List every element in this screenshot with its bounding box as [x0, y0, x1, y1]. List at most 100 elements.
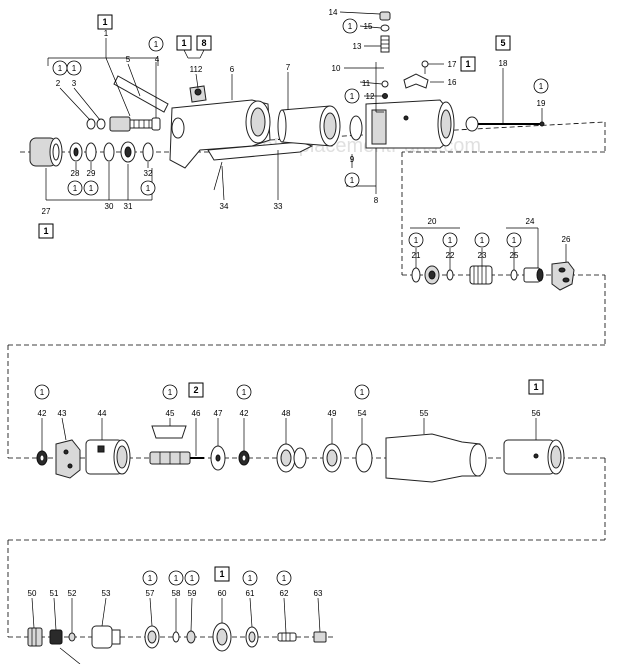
svg-text:8: 8: [201, 38, 206, 48]
label-30: 30: [105, 202, 114, 211]
box-marker-18: 5: [495, 35, 511, 51]
label-47: 47: [214, 409, 223, 418]
box-marker-112-b: 8: [196, 35, 212, 51]
circle-marker-32: 1: [140, 180, 156, 196]
part-24-plug: [523, 267, 544, 283]
circle-marker-28: 1: [67, 180, 83, 196]
circle-marker-9: 1: [344, 172, 360, 188]
part-8-valve-body: [365, 99, 455, 149]
circle-marker-25: 1: [506, 232, 522, 248]
label-53: 53: [102, 589, 111, 598]
part-26-knob: [551, 261, 575, 291]
part-2-ring: [86, 118, 96, 130]
label-63: 63: [314, 589, 323, 598]
part-44-cylinder: [85, 439, 131, 475]
label-50: 50: [28, 589, 37, 598]
label-24: 24: [526, 217, 535, 226]
label-11: 11: [362, 79, 371, 88]
part-7-sleeve: [277, 105, 341, 147]
assembly-path: [7, 121, 606, 638]
circle-marker-15: 1: [342, 18, 358, 34]
part-34-spring: [213, 161, 223, 191]
part-57-bearing: [144, 625, 160, 649]
svg-text:1: 1: [242, 388, 247, 397]
label-61: 61: [246, 589, 255, 598]
label-42a: 42: [38, 409, 47, 418]
circle-marker-3: 1: [66, 60, 82, 76]
label-6: 6: [230, 65, 235, 74]
part-53-spindle: [91, 625, 121, 649]
svg-text:1: 1: [350, 176, 355, 185]
svg-text:1: 1: [533, 382, 538, 392]
label-22: 22: [446, 251, 455, 260]
label-28: 28: [71, 169, 80, 178]
part-42b-bearing: [238, 450, 250, 466]
label-44: 44: [98, 409, 107, 418]
svg-text:5: 5: [500, 38, 505, 48]
label-4: 4: [155, 55, 160, 64]
label-52: 52: [68, 589, 77, 598]
circle-marker-29: 1: [83, 180, 99, 196]
label-60: 60: [218, 589, 227, 598]
label-12: 12: [366, 92, 375, 101]
part-33-trigger: [207, 141, 314, 161]
part-12-ball: [382, 93, 388, 99]
circle-marker-62: 1: [276, 570, 292, 586]
circle-markers: 1 1 1 1 1 1 1 1 1 1 1 1 1 1 1 1 1 1 1 1 …: [34, 18, 549, 586]
label-23: 23: [478, 251, 487, 260]
label-21: 21: [412, 251, 421, 260]
part-62-spring: [277, 632, 297, 642]
svg-text:1: 1: [219, 569, 224, 579]
label-49: 49: [328, 409, 337, 418]
label-3: 3: [72, 79, 77, 88]
box-marker-27: 1: [38, 223, 54, 239]
part-27-collar: [29, 137, 63, 167]
part-49-cap: [322, 443, 342, 473]
part-28-washer: [69, 142, 83, 162]
part-54-ring: [355, 443, 373, 473]
label-14: 14: [329, 8, 338, 17]
label-48: 48: [282, 409, 291, 418]
part-47-plate: [210, 445, 226, 471]
label-33: 33: [274, 202, 283, 211]
label-15: 15: [364, 22, 373, 31]
part-48-bearing: [276, 443, 307, 473]
label-20: 20: [428, 217, 437, 226]
part-16-clip: [403, 73, 429, 89]
part-32-ring: [142, 142, 154, 162]
svg-text:1: 1: [348, 22, 353, 31]
label-55: 55: [420, 409, 429, 418]
part-58-ring: [172, 631, 180, 643]
svg-text:1: 1: [181, 38, 186, 48]
part-25-ring: [510, 269, 518, 281]
part-30-ring: [103, 142, 115, 162]
svg-text:1: 1: [248, 574, 253, 583]
leader-50-tail: [59, 647, 81, 664]
label-42b: 42: [240, 409, 249, 418]
label-2: 2: [56, 79, 61, 88]
part-29-ring: [85, 142, 97, 162]
part-55-sleeve: [385, 433, 487, 483]
part-50-nut: [27, 627, 43, 647]
label-112: 112: [190, 65, 203, 74]
label-57: 57: [146, 589, 155, 598]
circle-marker-45: 1: [162, 384, 178, 400]
box-markers: 1 1 8 1 5 1 2 1 1: [38, 14, 544, 582]
svg-text:1: 1: [72, 64, 77, 73]
label-19: 19: [537, 99, 546, 108]
circle-marker-59: 1: [184, 570, 200, 586]
part-labels: 1 2 3 4 5 112 6 7 14 15 13 10 11 12 17 1…: [28, 8, 571, 598]
part-21-ring: [411, 267, 421, 283]
part-20-cap: [424, 265, 440, 285]
box-marker-1: 1: [97, 14, 113, 30]
part-4-pin: [151, 117, 161, 131]
label-62: 62: [280, 589, 289, 598]
label-51: 51: [50, 589, 59, 598]
label-43: 43: [58, 409, 67, 418]
part-23-spring: [469, 265, 493, 285]
svg-text:1: 1: [480, 236, 485, 245]
svg-text:1: 1: [360, 388, 365, 397]
part-31-cup: [120, 141, 136, 163]
svg-text:1: 1: [465, 59, 470, 69]
